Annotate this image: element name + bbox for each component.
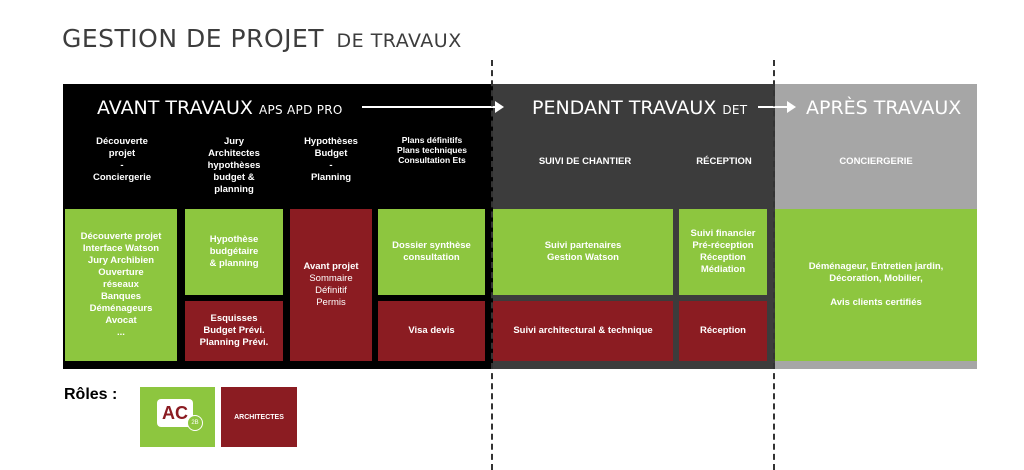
- column-header: Découverte projet - Conciergerie: [92, 136, 152, 183]
- column-header: SUIVI DE CHANTIER: [538, 156, 632, 167]
- arrow-right-icon: [758, 101, 796, 113]
- box-suivi-partenaires: Suivi partenaires Gestion Watson: [493, 209, 673, 295]
- box-suivi-financier: Suivi financier Pré-réception Réception …: [679, 209, 767, 295]
- arrow-right-icon: [362, 101, 504, 113]
- avant-projet-title: Avant projet: [303, 261, 359, 272]
- phase-apres: APRÈS TRAVAUX: [806, 97, 961, 119]
- phase-pendant: PENDANT TRAVAUX DET: [532, 97, 747, 119]
- box-reception: Réception: [679, 301, 767, 361]
- logo-text: AC: [162, 402, 188, 423]
- column-header: Jury Architectes hypothèses budget & pla…: [207, 136, 261, 195]
- conciergerie-avis: Avis clients certifiés: [830, 297, 922, 308]
- architectes-legend: ARCHITECTES: [221, 387, 297, 447]
- avant-projet-body: Sommaire Définitif Permis: [309, 273, 353, 308]
- column-header: Hypothèses Budget - Planning: [304, 136, 358, 183]
- box-dossier-synthese: Dossier synthèse consultation: [378, 209, 485, 295]
- column-header: Plans définitifs Plans techniques Consul…: [397, 135, 467, 165]
- phase-apres-label: APRÈS TRAVAUX: [806, 97, 962, 119]
- column-header: RÉCEPTION: [696, 156, 752, 167]
- title-main: GESTION DE PROJET: [62, 24, 325, 53]
- page-title: GESTION DE PROJET DE TRAVAUX: [62, 24, 462, 53]
- phase-separator: [491, 60, 493, 470]
- box-decouverte-projet: Découverte projet Interface Watson Jury …: [65, 209, 177, 361]
- title-sub: DE TRAVAUX: [336, 30, 462, 52]
- logo-badge: 2B: [187, 415, 203, 431]
- box-esquisses: Esquisses Budget Prévi. Planning Prévi.: [185, 301, 283, 361]
- box-visa-devis: Visa devis: [378, 301, 485, 361]
- box-conciergerie: Déménageur, Entretien jardin, Décoration…: [775, 209, 977, 361]
- phase-avant: AVANT TRAVAUX APS APD PRO: [97, 97, 343, 119]
- phase-avant-tag: APS APD PRO: [258, 103, 343, 117]
- roles-label: Rôles :: [64, 386, 118, 403]
- conciergerie-services: Déménageur, Entretien jardin, Décoration…: [808, 261, 944, 284]
- box-hypothese-budgetaire: Hypothèse budgétaire & planning: [185, 209, 283, 295]
- phase-separator: [773, 60, 775, 470]
- phase-avant-label: AVANT TRAVAUX: [97, 97, 253, 119]
- phase-pendant-label: PENDANT TRAVAUX: [532, 97, 717, 119]
- ac2b-logo: AC 2B: [140, 387, 215, 447]
- column-header: CONCIERGERIE: [839, 156, 913, 167]
- phase-pendant-tag: DET: [722, 103, 748, 117]
- box-avant-projet: Avant projet Sommaire Définitif Permis: [290, 209, 372, 361]
- box-suivi-architectural: Suivi architectural & technique: [493, 301, 673, 361]
